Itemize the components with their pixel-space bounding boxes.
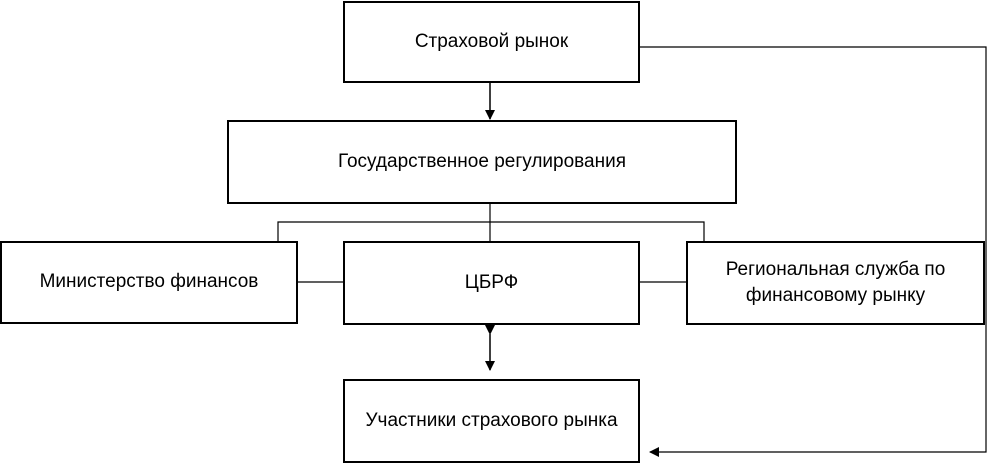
state-regulation-box: Государственное регулирования <box>227 120 737 204</box>
edge-market-to-participants <box>639 46 987 457</box>
edge-regulation-branch-bus <box>277 221 705 241</box>
insurance-market-box: Страховой рынок <box>343 1 640 83</box>
ministry-of-finance-box: Министерство финансов <box>0 241 298 324</box>
cbrf-box: ЦБРФ <box>343 241 640 325</box>
regional-service-label: Региональная служба по финансовому рынку <box>725 258 946 306</box>
state-regulation-label: Государственное регулирования <box>337 150 627 172</box>
market-participants-box: Участники страхового рынка <box>343 379 640 463</box>
market-participants-label: Участники страхового рынка <box>365 409 618 431</box>
ministry-of-finance-label: Министерство финансов <box>39 271 259 293</box>
insurance-market-label: Страховой рынок <box>414 30 569 52</box>
cbrf-label: ЦБРФ <box>464 271 519 293</box>
regional-service-box: Региональная служба по финансовому рынку <box>686 241 985 325</box>
